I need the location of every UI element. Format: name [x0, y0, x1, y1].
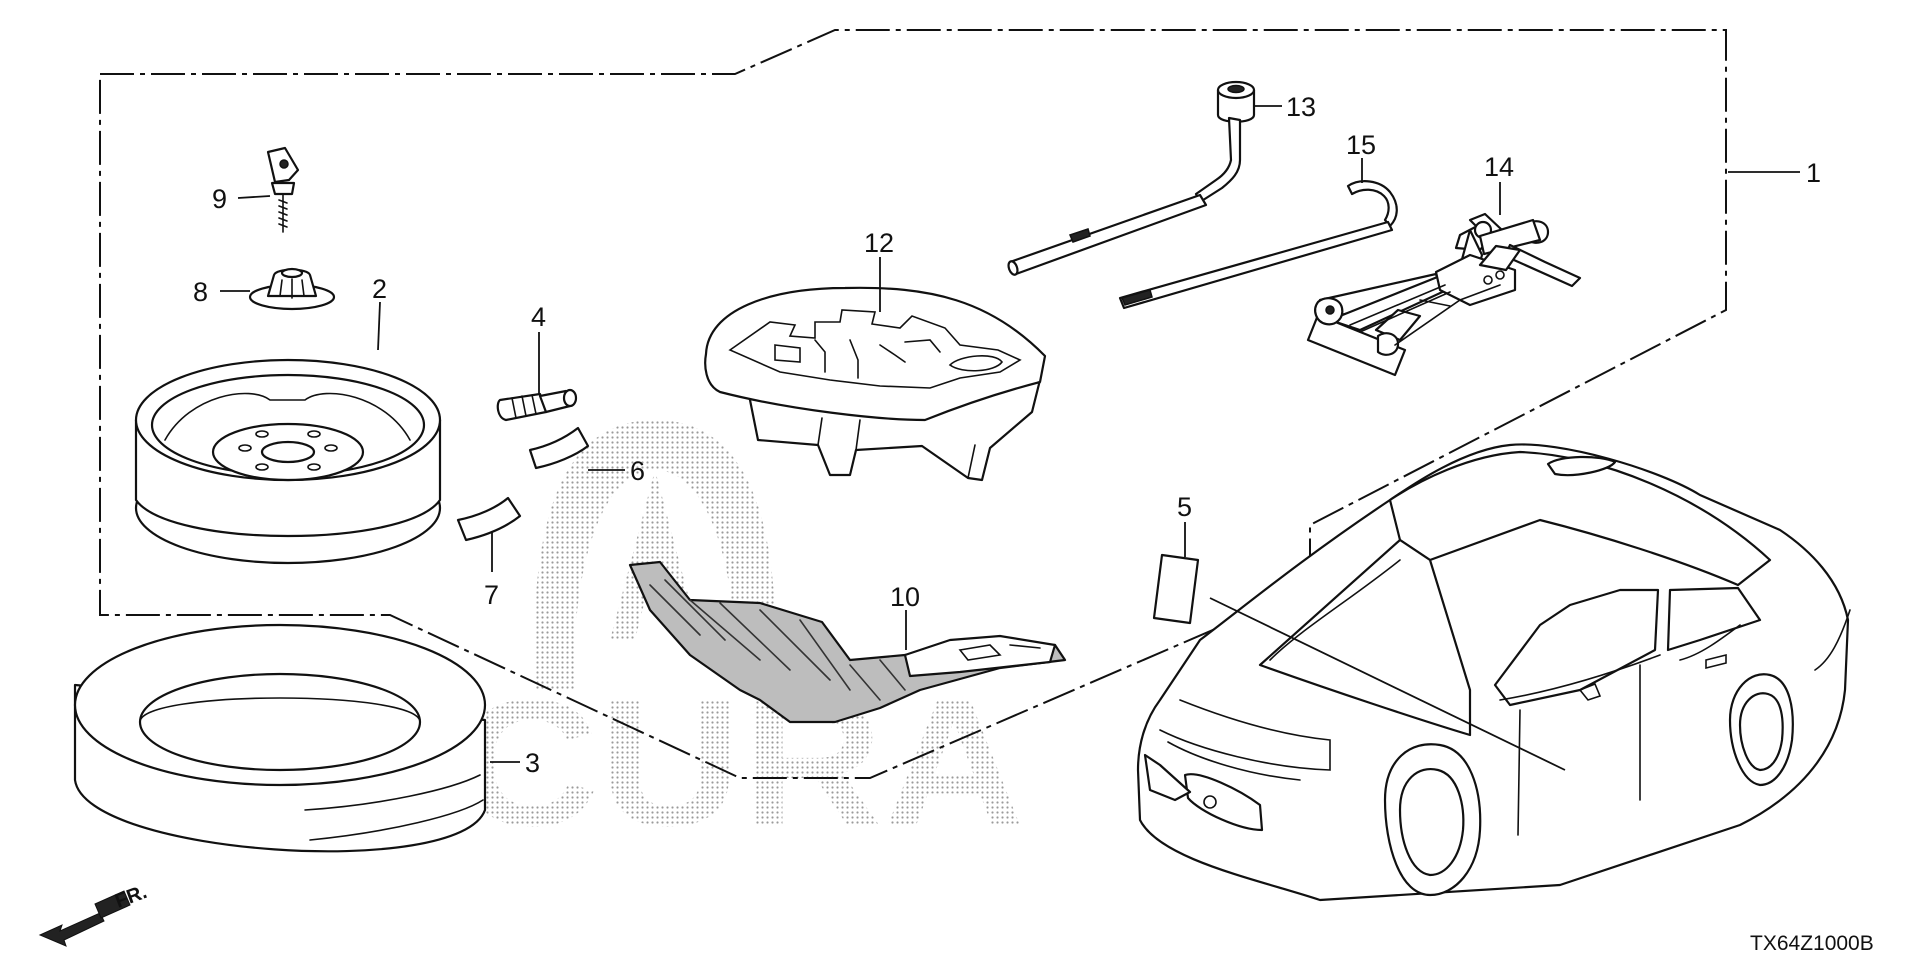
callout-5: 5: [1177, 492, 1192, 522]
valve-stem-part: [496, 388, 578, 422]
spare-tire-part: [73, 623, 487, 853]
callout-10: 10: [890, 582, 920, 612]
front-indicator-label: FR.: [112, 881, 150, 913]
callout-12: 12: [864, 228, 894, 258]
vehicle-illustration: [1136, 443, 1851, 902]
front-arrow-icon: [38, 890, 131, 947]
callout-7: 7: [484, 580, 499, 610]
callout-13: 13: [1286, 92, 1316, 122]
diagram-code: TX64Z1000B: [1750, 932, 1874, 955]
floor-cover-part: [628, 560, 1067, 724]
spacer-nut-part: [248, 267, 336, 311]
callout-numbers: 1 2 3 4 5 6 7 8 9 10 12 13 14 15: [193, 92, 1821, 778]
callout-14: 14: [1484, 152, 1514, 182]
label-location-leader: [1209, 597, 1566, 771]
acura-logo-watermark: [534, 420, 776, 690]
spare-wheel-part: [134, 358, 442, 565]
callout-3: 3: [525, 748, 540, 778]
callout-2: 2: [372, 274, 387, 304]
callout-leaders: [220, 105, 1800, 763]
scissor-jack-part: [1306, 212, 1582, 377]
jack-handle-part: [1118, 180, 1398, 310]
callout-9: 9: [212, 184, 227, 214]
callout-15: 15: [1346, 130, 1376, 160]
wheel-nut-wrench-part: [1007, 80, 1256, 276]
callout-1: 1: [1806, 158, 1821, 188]
tool-tray-part: [704, 286, 1047, 482]
callout-8: 8: [193, 277, 208, 307]
label-sticker-7-part: [456, 496, 522, 542]
wing-bolt-part: [266, 146, 300, 233]
tire-info-label-part: [1152, 553, 1200, 625]
label-sticker-6-part: [528, 426, 590, 470]
callout-6: 6: [630, 456, 645, 486]
callout-4: 4: [531, 302, 546, 332]
